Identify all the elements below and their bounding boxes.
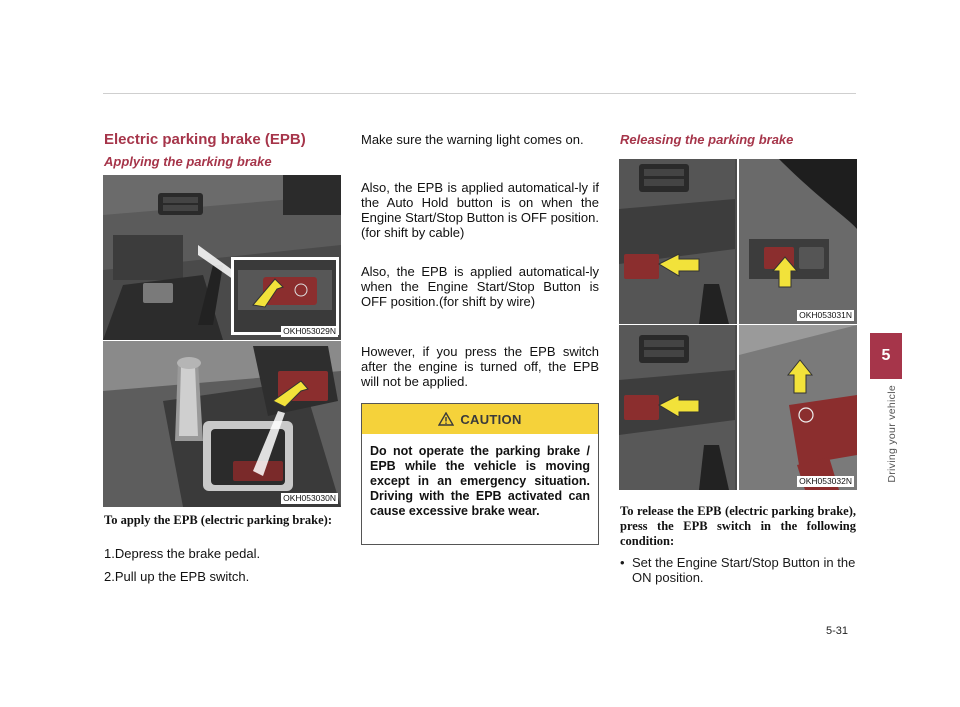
warning-light-text: Make sure the warning light comes on. (361, 132, 584, 147)
apply-step-2: 2.Pull up the EPB switch. (104, 569, 250, 584)
page-number: 5-31 (826, 625, 849, 637)
release-console-illustration (619, 325, 857, 490)
warning-triangle-icon (438, 412, 455, 426)
photo2-label: OKH053030N (281, 493, 338, 504)
apply-step-1: 1.Depress the brake pedal. (104, 546, 261, 561)
section-title: Electric parking brake (EPB) (104, 131, 306, 148)
dashboard-illustration (103, 175, 341, 340)
caution-header: CAUTION (362, 404, 598, 434)
release-bullet-text: Set the Engine Start/Stop Button in the … (632, 555, 856, 585)
caution-box: CAUTION Do not operate the parking brake… (361, 403, 599, 545)
bullet-mark: • (620, 555, 625, 570)
auto-hold-cable-text: Also, the EPB is applied automatical-ly … (361, 180, 599, 240)
console-illustration (103, 341, 341, 507)
photo-dashboard-epb-inset: OKH053029N (103, 175, 341, 340)
top-rule (103, 93, 856, 94)
photo3-label: OKH053031N (797, 310, 854, 321)
photo-console-epb: OKH053030N (103, 341, 341, 507)
chapter-name: Driving your vehicle (886, 385, 898, 483)
photo4-label: OKH053032N (797, 476, 854, 487)
photo-release-dashboard: OKH053031N (619, 159, 857, 324)
chapter-tab: 5 (870, 333, 902, 379)
apply-intro: To apply the EPB (electric parking brake… (104, 513, 333, 527)
engine-off-text: However, if you press the EPB switch aft… (361, 344, 599, 389)
apply-heading: Applying the parking brake (104, 154, 272, 169)
release-bullet: • Set the Engine Start/Stop Button in th… (620, 555, 856, 585)
release-dashboard-illustration (619, 159, 857, 324)
caution-text: Do not operate the parking brake / EPB w… (370, 444, 590, 518)
caution-label: CAUTION (460, 411, 522, 427)
release-intro: To release the EPB (electric parking bra… (620, 504, 856, 548)
release-heading: Releasing the parking brake (620, 132, 794, 147)
auto-apply-wire-text: Also, the EPB is applied automatical-ly … (361, 264, 599, 309)
photo1-label: OKH053029N (281, 326, 338, 337)
photo-release-console: OKH053032N (619, 325, 857, 490)
